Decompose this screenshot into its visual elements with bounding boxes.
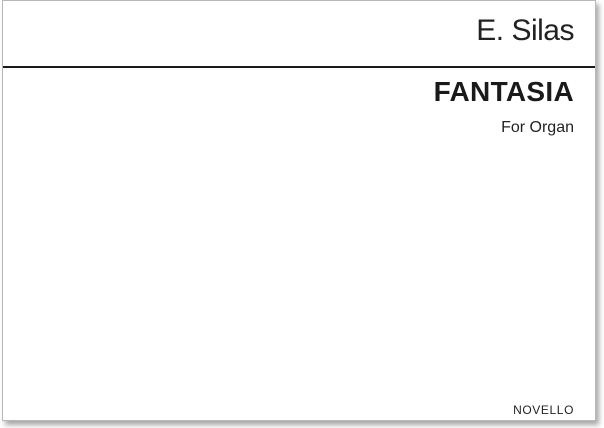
publisher-name: NOVELLO <box>513 403 574 417</box>
header-divider <box>3 66 595 68</box>
composer-name: E. Silas <box>476 14 574 47</box>
instrumentation-subtitle: For Organ <box>501 119 574 136</box>
sheet-music-cover: E. Silas FANTASIA For Organ NOVELLO <box>2 0 596 421</box>
work-title: FANTASIA <box>433 76 574 107</box>
